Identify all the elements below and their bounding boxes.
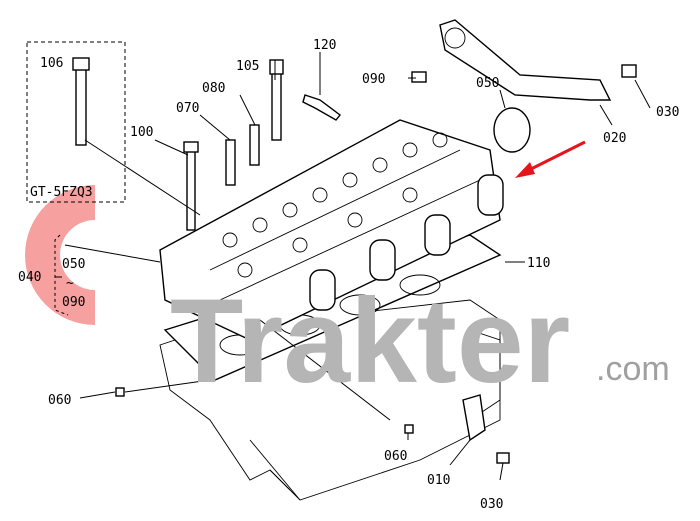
callout-020: 020 bbox=[603, 131, 626, 146]
callout-060-left: 060 bbox=[48, 393, 71, 408]
plug bbox=[493, 107, 531, 153]
callout-030-bottom: 030 bbox=[480, 497, 503, 512]
watermark-gear-logo bbox=[25, 185, 95, 325]
callout-105: 105 bbox=[236, 59, 259, 74]
callout-040: 040 bbox=[18, 270, 41, 285]
callout-106: 106 bbox=[40, 56, 63, 71]
callout-090-left: 090 bbox=[62, 295, 85, 310]
cylinder-head bbox=[159, 119, 504, 341]
callout-090-top: 090 bbox=[362, 72, 385, 87]
red-arrow bbox=[515, 140, 586, 178]
bolts bbox=[72, 57, 637, 464]
callout-010: 010 bbox=[427, 473, 450, 488]
lifting-bracket bbox=[439, 19, 612, 101]
watermark-text: Trakter bbox=[170, 274, 570, 408]
watermark-suffix: .com bbox=[596, 350, 670, 388]
tilde-mark: ~ bbox=[66, 276, 74, 291]
callout-050-left: 050 bbox=[62, 257, 85, 272]
callout-120: 120 bbox=[313, 38, 336, 53]
callout-030-top: 030 bbox=[656, 105, 679, 120]
callout-070: 070 bbox=[176, 101, 199, 116]
callout-080: 080 bbox=[202, 81, 225, 96]
kit-box bbox=[26, 41, 126, 203]
callout-100: 100 bbox=[130, 125, 153, 140]
leader-lines bbox=[55, 52, 651, 481]
callout-060-bottom: 060 bbox=[384, 449, 407, 464]
engine-block bbox=[159, 299, 501, 501]
callout-050-top: 050 bbox=[476, 76, 499, 91]
kit-code-label: GT-5FZQ3 bbox=[30, 185, 93, 200]
watermark: Trakter .com bbox=[170, 274, 670, 408]
callout-110: 110 bbox=[527, 256, 550, 271]
